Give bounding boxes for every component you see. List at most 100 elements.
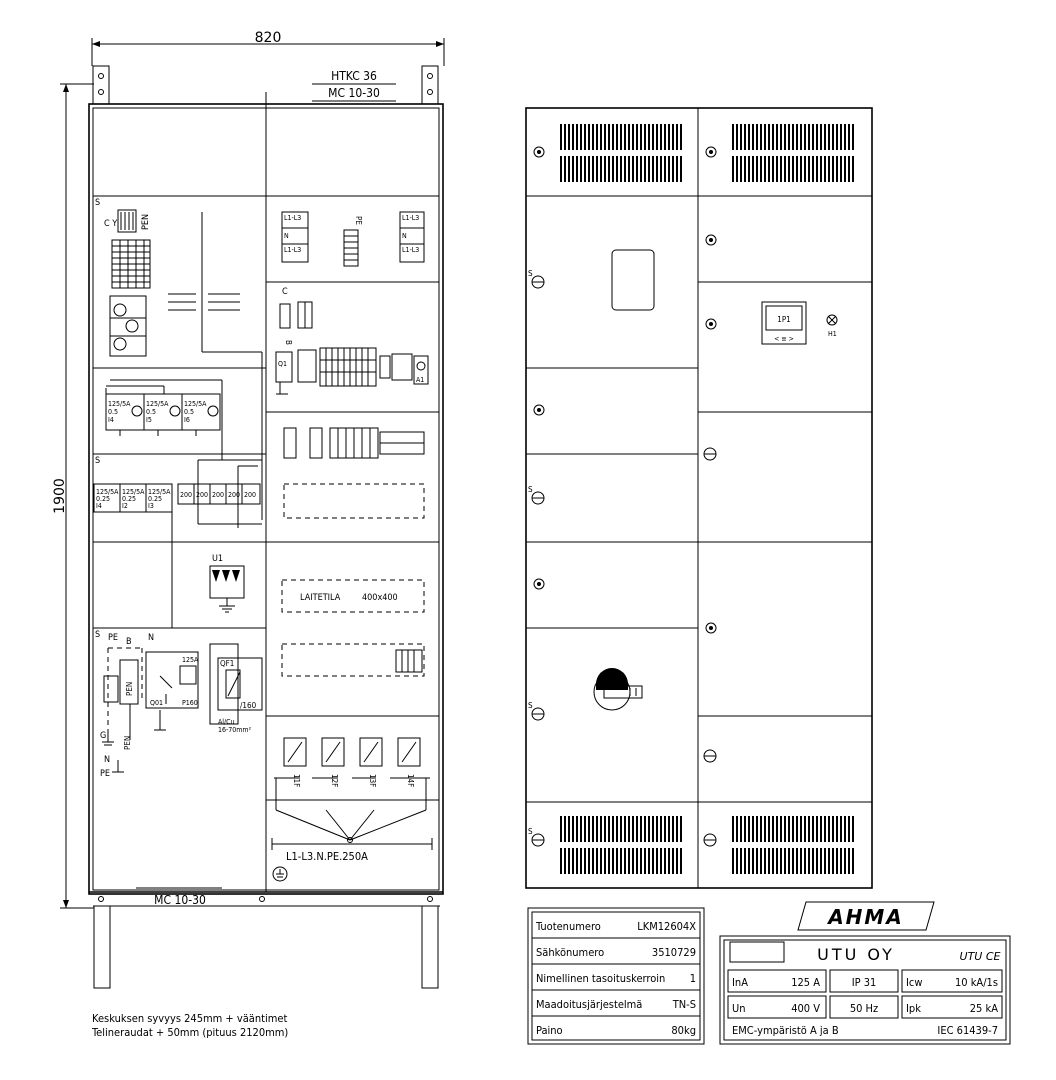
fuse-id: I6 [184, 416, 190, 424]
fuse-setting: 0.25 [148, 495, 162, 503]
n-label: N [104, 755, 110, 765]
info-row: Paino 80kg [536, 1024, 696, 1037]
l1l3-label: L1-L3 [402, 246, 419, 254]
vent-grille [732, 124, 854, 150]
info-table: Tuotenumero LKM12604X Sähkönumero 351072… [527, 907, 705, 1045]
fuse-rating: 125/5A [108, 400, 131, 408]
qf1-size-label: /160 [240, 701, 257, 710]
fuse-id: I4 [96, 502, 102, 510]
breaker-compartment [283, 427, 425, 519]
b-label: B [126, 637, 132, 647]
cert-marks: UTU CE [960, 950, 1001, 963]
main-switch-handle-icon [593, 668, 643, 711]
key-lock-icon: S [528, 269, 545, 289]
ina-value: 125 A [791, 976, 820, 989]
lock-icon [533, 578, 545, 590]
cy-label: C Y [104, 219, 117, 229]
info-label: Nimellinen tasoituskerroin [536, 972, 665, 985]
side-view: 820 1900 HTKC 36 MC 10-30 [52, 30, 445, 989]
busbar-label: L1-L3.N.PE.250A [286, 850, 368, 863]
fuse-setting: 0.5 [146, 408, 156, 416]
brand-logo: AHMA [826, 905, 904, 929]
fuse-id: I2 [122, 502, 128, 510]
fuse-rating: 125/5A [122, 488, 145, 496]
info-row: Sähkönumero 3510729 [536, 946, 696, 959]
outgoing-label: 13F [368, 774, 377, 787]
pe-label: PE [100, 769, 110, 779]
fuse-id: I3 [148, 502, 154, 510]
fuse-rating: 125/5A [96, 488, 119, 496]
p160-label: P160 [182, 699, 198, 707]
breaker-rating: 200 [180, 491, 192, 499]
bottom-label: MC 10-30 [154, 893, 206, 907]
module-label: 1P1 [777, 315, 791, 324]
fuse-rating: 125/5A [184, 400, 207, 408]
top-label-mc: MC 10-30 [328, 86, 380, 100]
key-lock-icon [703, 749, 717, 763]
lock-icon [705, 234, 717, 246]
nameplate: AHMA UTU OY UTU CE InA 125 A IP 31 Icw 1… [719, 901, 1011, 1045]
l1l3-label: L1-L3 [284, 214, 301, 222]
incoming-compartment: C Y PEN [104, 209, 263, 520]
pe-label: PE [108, 633, 118, 643]
note-depth: Keskuksen syvyys 245mm + vääntimet [92, 1012, 287, 1025]
indicator-lamp-icon: H1 [826, 314, 838, 338]
info-row: Tuotenumero LKM12604X [535, 920, 696, 933]
device-space-size: 400x400 [362, 593, 398, 603]
info-value: 1 [690, 972, 696, 985]
qf1-label: QF1 [220, 659, 234, 668]
height-label: 1900 [52, 478, 68, 514]
lock-icon [533, 404, 545, 416]
pe-label: PE [354, 216, 363, 225]
icw-value: 10 kA/1s [955, 976, 998, 989]
g-label: G [100, 731, 106, 741]
module-keys: < ≡ > [774, 335, 794, 343]
key-lock-icon: S [528, 485, 545, 505]
key-lock-icon [703, 833, 717, 847]
info-value: 80kg [671, 1024, 696, 1037]
fuse-rating: 125/5A [148, 488, 171, 496]
l1l3-label: L1-L3 [402, 214, 419, 222]
breaker-rating: 200 [244, 491, 256, 499]
vent-grille [560, 124, 682, 150]
alcu-label: Al/Cu [218, 718, 235, 726]
info-value: TN-S [672, 998, 696, 1011]
lock-mark: S [528, 485, 533, 494]
lock-mark: S [528, 269, 533, 278]
outgoing-label: 14F [406, 774, 415, 787]
n-label: N [284, 232, 289, 240]
lock-icon [705, 622, 717, 634]
breaker-rating: 200 [228, 491, 240, 499]
n-label: N [148, 633, 154, 643]
notes: Keskuksen syvyys 245mm + vääntimet Telin… [91, 1012, 288, 1039]
section-mark: S [95, 630, 100, 640]
info-label: Tuotenumero [535, 920, 601, 933]
q01-label: Q01 [150, 699, 163, 707]
vent-grille [732, 816, 854, 842]
b-label: B [284, 340, 293, 345]
info-value: 3510729 [652, 946, 696, 959]
note-stand: Telineraudat + 50mm (pituus 2120mm) [91, 1026, 288, 1039]
breaker-rating: 200 [212, 491, 224, 499]
width-dimension: 820 [91, 30, 445, 66]
breaker-rating: 200 [196, 491, 208, 499]
front-view: S S S S 1P1 < ≡ > [525, 107, 873, 889]
q1-label: Q1 [278, 360, 287, 368]
company-name: UTU OY [817, 945, 895, 964]
info-row: Maadoitusjärjestelmä TN-S [536, 998, 696, 1011]
width-label: 820 [255, 30, 282, 46]
key-lock-icon: S [528, 701, 545, 721]
ipk-value: 25 kA [970, 1002, 998, 1015]
alcu-range-label: 16-70mm² [218, 726, 252, 734]
vent-grille [732, 848, 854, 874]
lock-mark: S [528, 701, 533, 710]
emc-text: EMC-ympäristö A ja B [732, 1024, 839, 1037]
height-dimension: 1900 [52, 83, 94, 909]
ipk-label: Ipk [906, 1002, 921, 1015]
section-mark: S [95, 198, 100, 208]
lock-icon [533, 146, 545, 158]
top-label-htkc: HTKC 36 [331, 69, 377, 83]
vent-grille [560, 156, 682, 182]
pen-label: PEN [123, 736, 132, 750]
